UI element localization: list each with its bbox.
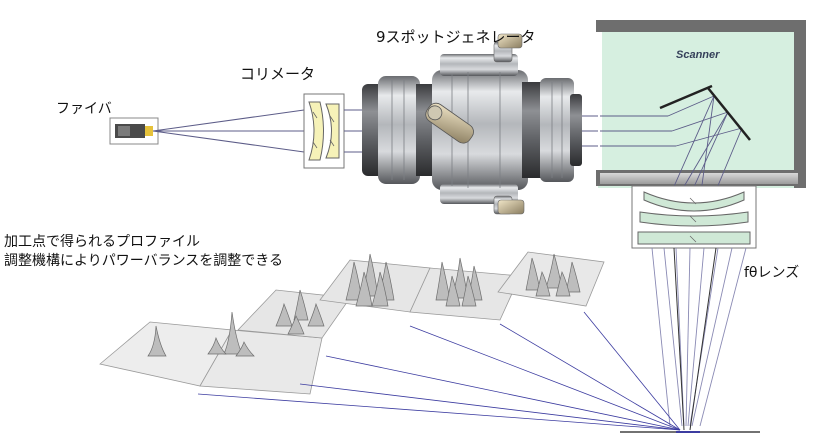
profile-caption: 加工点で得られるプロファイル 調整機構によりパワーバランスを調整できる xyxy=(4,233,283,271)
ftheta-lens-icon xyxy=(631,185,757,249)
profile-rays xyxy=(197,311,681,431)
profile-caption-line2: 調整機構によりパワーバランスを調整できる xyxy=(4,253,284,269)
scanner-internal-rays xyxy=(600,95,743,201)
spot-generator-label: 9スポットジェネレータ xyxy=(376,28,536,46)
profile-peaks xyxy=(147,253,581,357)
fiber-label: ファイバ xyxy=(56,101,112,117)
focus-rays xyxy=(651,247,747,427)
generator-beam-rays xyxy=(582,115,600,147)
scanner-box xyxy=(596,20,806,188)
ftheta-lens-label: fθレンズ xyxy=(744,265,800,281)
collimator-label: コリメータ xyxy=(240,65,316,83)
spot-generator-icon xyxy=(362,33,582,215)
collimator-icon xyxy=(303,93,345,169)
fiber-beam-rays xyxy=(152,109,305,153)
fiber-connector-icon xyxy=(109,117,159,145)
scanner-mirror-icon xyxy=(659,84,751,141)
profile-caption-line1: 加工点で得られるプロファイル xyxy=(4,234,200,250)
scanner-label: Scanner xyxy=(676,49,720,61)
